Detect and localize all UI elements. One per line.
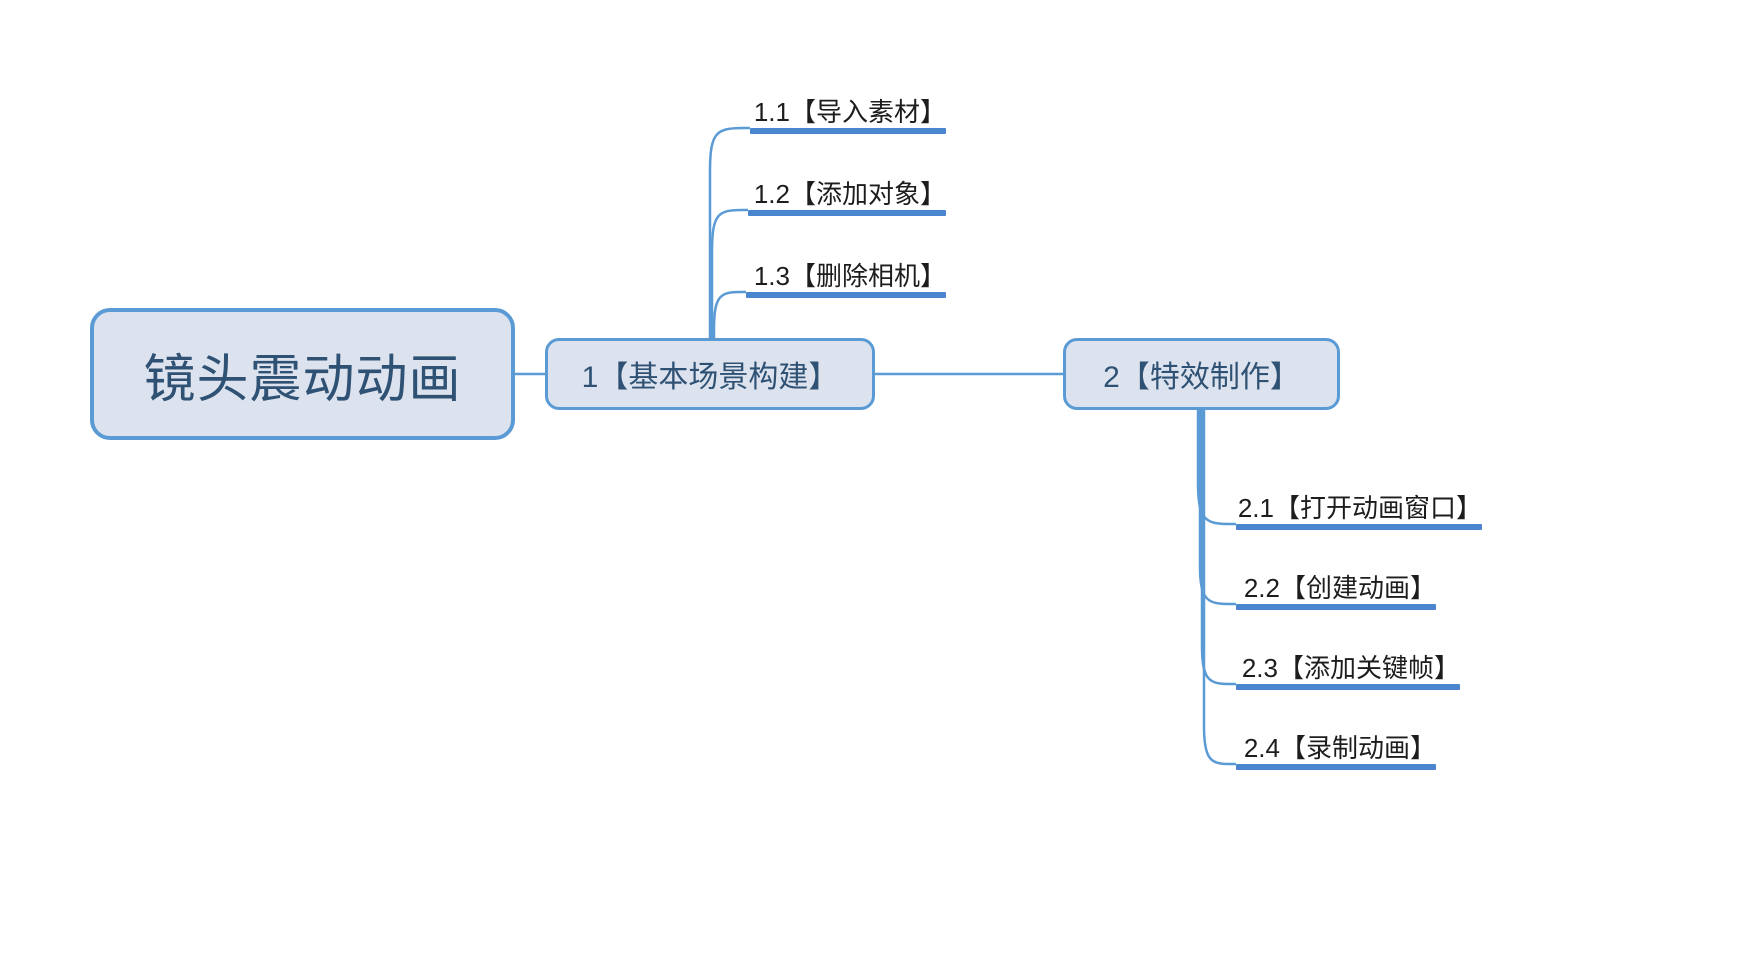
leaf-item-1-2-underline: [748, 210, 946, 216]
leaf-item-1-2[interactable]: 1.2【添加对象】: [748, 170, 946, 216]
root-node[interactable]: 镜头震动动画: [90, 308, 515, 440]
branch-node-2[interactable]: 2【特效制作】: [1063, 338, 1340, 410]
connector-branch2-child4: [1202, 410, 1236, 766]
leaf-item-2-3-label: 2.3【添加关键帧】: [1241, 653, 1460, 684]
leaf-item-1-1-label: 1.1【导入素材】: [753, 97, 946, 128]
leaf-item-2-2[interactable]: 2.2【创建动画】: [1236, 564, 1436, 610]
root-node-label: 镜头震动动画: [143, 350, 462, 409]
leaf-item-2-2-label: 2.2【创建动画】: [1243, 573, 1436, 604]
leaf-item-2-4-underline: [1236, 764, 1436, 770]
connector-branch1-child1: [708, 126, 750, 338]
leaf-item-1-1[interactable]: 1.1【导入素材】: [750, 88, 946, 134]
leaf-item-1-2-label: 1.2【添加对象】: [753, 179, 946, 210]
connector-branch2-child1: [1196, 410, 1236, 526]
connector-branch2-child2: [1198, 410, 1236, 606]
leaf-item-2-4[interactable]: 2.4【录制动画】: [1236, 724, 1436, 770]
leaf-item-2-1-label: 2.1【打开动画窗口】: [1237, 493, 1482, 524]
leaf-item-2-3[interactable]: 2.3【添加关键帧】: [1236, 644, 1460, 690]
leaf-item-2-1[interactable]: 2.1【打开动画窗口】: [1236, 484, 1482, 530]
leaf-item-2-1-underline: [1236, 524, 1482, 530]
connector-branch1-child3: [712, 290, 746, 338]
leaf-item-2-2-underline: [1236, 604, 1436, 610]
branch-node-2-label: 2【特效制作】: [1103, 361, 1300, 394]
leaf-item-1-3-underline: [746, 292, 946, 298]
branch-node-1-label: 1【基本场景构建】: [581, 361, 839, 394]
connector-branch1-child2: [710, 208, 748, 338]
leaf-item-2-4-label: 2.4【录制动画】: [1243, 733, 1436, 764]
connector-branch2-child3: [1200, 410, 1236, 686]
leaf-item-1-1-underline: [750, 128, 946, 134]
leaf-item-1-3-label: 1.3【删除相机】: [753, 261, 946, 292]
leaf-item-2-3-underline: [1236, 684, 1460, 690]
branch-node-1[interactable]: 1【基本场景构建】: [545, 338, 875, 410]
leaf-item-1-3[interactable]: 1.3【删除相机】: [746, 252, 946, 298]
